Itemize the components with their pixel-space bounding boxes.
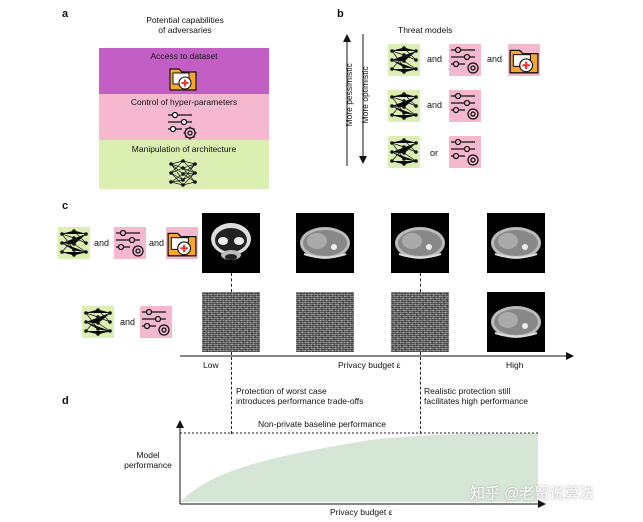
band-hyperparams (99, 94, 269, 140)
ct-abdomen-image-1 (296, 213, 354, 273)
c-row1-sliders-icon (114, 227, 146, 259)
noise-image-3 (391, 292, 449, 352)
panel-c-letter: c (62, 200, 69, 212)
note-left: Protection of worst case introduces perf… (236, 386, 364, 406)
c-row2-sliders-icon (140, 306, 172, 338)
threat-row3-sliders-icon (449, 136, 481, 168)
threat-row1-sep1: and (427, 54, 443, 64)
axis-pessimistic-label: More pessimistic (344, 63, 355, 127)
threat-row3-sep1: or (430, 148, 439, 158)
watermark-text: 知乎 @老留说算法 (470, 485, 595, 502)
d-ylabel: Model performance (124, 450, 172, 470)
d-xlabel: Privacy budget ε (330, 507, 393, 517)
c-row2-sep1: and (120, 317, 136, 327)
band-dataset-label: Access to dataset (150, 51, 218, 61)
ct-skull-image (202, 213, 260, 273)
performance-area (180, 433, 538, 502)
threat-row1-sep2: and (487, 54, 503, 64)
ct-abdomen-image-3 (487, 213, 545, 273)
panel-d-letter: d (62, 395, 69, 407)
noise-image-1 (202, 292, 260, 352)
noise-image-2 (296, 292, 354, 352)
performance-plot (176, 420, 546, 508)
c-dash-1 (231, 273, 232, 292)
threat-row1-folder-icon (508, 44, 540, 76)
axis-low-label: Low (203, 360, 219, 370)
threat-row2-sliders-icon (449, 90, 481, 122)
d-dash-right (420, 352, 421, 434)
folder-medical-icon (168, 64, 198, 92)
note-right: Realistic protection still facilitates h… (424, 386, 528, 406)
c-row2-nn-icon (82, 306, 114, 338)
threat-row1-sliders-icon (449, 44, 481, 76)
threat-row2-sep1: and (427, 100, 443, 110)
c-privacy-axis (180, 352, 574, 360)
band-architecture-label: Manipulation of architecture (131, 144, 237, 154)
panel-b-title: Threat models (398, 25, 453, 35)
panel-b-letter: b (337, 8, 344, 20)
c-row1-nn-icon (58, 227, 90, 259)
c-row1-sep2: and (149, 238, 165, 248)
neural-network-icon (168, 158, 198, 188)
ct-abdomen-image-2 (391, 213, 449, 273)
axis-optimistic-label: More optimistic (360, 66, 371, 124)
threat-axis-arrows (343, 34, 367, 166)
c-dash-2 (420, 273, 421, 292)
ct-abdomen-image-4 (487, 292, 545, 352)
c-row1-folder-icon (166, 227, 198, 259)
panel-a-letter: a (62, 8, 69, 20)
threat-row2-nn-icon (388, 90, 420, 122)
baseline-label: Non-private baseline performance (258, 419, 387, 429)
axis-high-label: High (506, 360, 524, 370)
panel-a-title: Potential capabilities of adversaries (146, 15, 224, 35)
axis-privacy-label: Privacy budget ε (338, 360, 401, 370)
d-dash-left (231, 352, 232, 434)
c-row1-sep1: and (94, 238, 110, 248)
threat-row3-nn-icon (388, 136, 420, 168)
band-hyperparams-label: Control of hyper-parameters (130, 97, 238, 107)
sliders-gear-icon (166, 110, 198, 140)
threat-row1-nn-icon (388, 44, 420, 76)
